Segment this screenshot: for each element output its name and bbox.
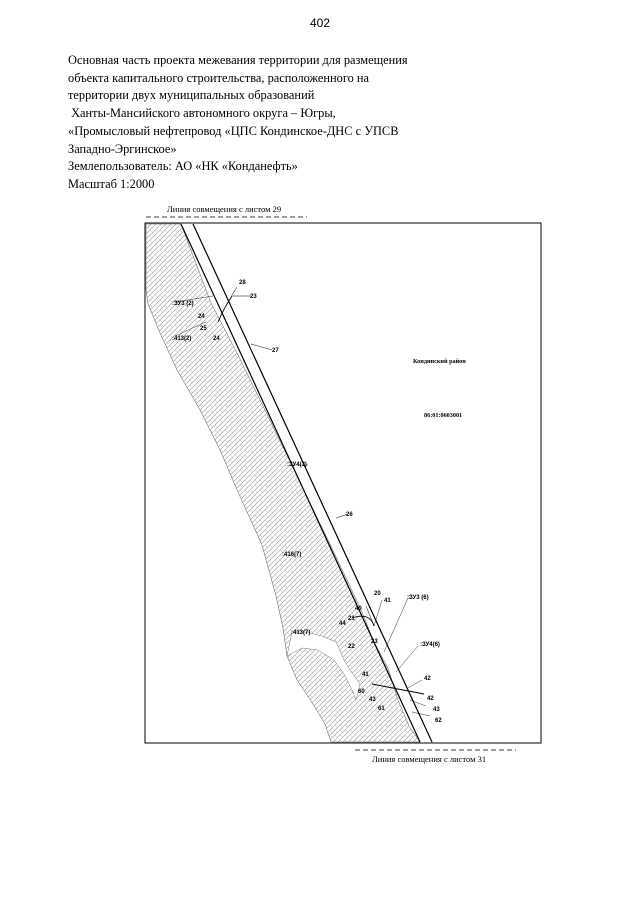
header-line-5: «Промысловый нефтепровод «ЦПС Кондинское… (68, 123, 399, 138)
point-24-lower: 24 (213, 336, 220, 342)
parcel-413-7: :413(7) (291, 630, 310, 636)
point-20: 20 (374, 591, 381, 597)
parcel-416-7: :416(7) (282, 552, 301, 558)
page-number: 402 (309, 16, 331, 30)
map-frame (144, 222, 542, 744)
parcel-zu4-3: :ЗУ4(3) (287, 462, 307, 468)
leader-28 (231, 286, 238, 296)
header-line-1: Основная часть проекта межевания террито… (68, 53, 408, 67)
parcel-413-2: :413(2) (172, 336, 191, 342)
parcel-zu3-6: :ЗУ3 (6) (407, 595, 429, 601)
leader-zu3-6 (383, 597, 409, 653)
parcel-boundary-upper (217, 295, 233, 323)
leader-41-upper (373, 599, 383, 627)
point-22: 22 (348, 644, 355, 650)
leader-62 (411, 711, 431, 717)
leader-42-upper (407, 679, 423, 689)
leader-zu4-6 (395, 645, 419, 673)
point-41-lower: 41 (362, 672, 369, 678)
district-label: Кондинский район (413, 358, 466, 365)
leader-413-2 (174, 321, 207, 337)
point-43-left: 43 (369, 697, 376, 703)
leader-43-right (409, 699, 427, 707)
leader-26 (335, 513, 349, 519)
point-44: 44 (339, 621, 346, 627)
point-27: 27 (272, 348, 279, 354)
point-21: 21 (348, 616, 355, 622)
point-23-upper: 23 (250, 294, 257, 300)
point-28: 28 (239, 280, 246, 286)
header-line-2: объекта капитального строительства, расп… (68, 70, 370, 85)
point-61: 61 (378, 706, 385, 712)
point-25: 25 (200, 326, 207, 332)
corridor-line-left (180, 223, 421, 743)
point-42-lower: 42 (427, 696, 434, 702)
header-line-6: Западно-Эргинское» (68, 141, 177, 156)
header-line-3: территории двух муниципальных образовани… (68, 88, 315, 103)
leader-zu3-2 (174, 295, 214, 303)
point-60: 60 (358, 689, 365, 695)
document-header: Основная часть проекта межевания террито… (68, 52, 588, 194)
point-62: 62 (435, 718, 442, 724)
territory-notch (286, 631, 361, 701)
header-line-8: Масштаб 1:2000 (68, 176, 155, 191)
point-26: 26 (346, 512, 353, 518)
point-41-upper: 41 (384, 598, 391, 604)
parcel-zu4-6: :ЗУ4(6) (420, 642, 440, 648)
bottom-combination-caption: Линия совмещения с листом 31 (372, 754, 486, 764)
parcel-zu3-2: :ЗУ3 (2) (172, 301, 194, 307)
top-combination-caption: Линия совмещения с листом 29 (167, 204, 281, 214)
point-42-upper: 42 (424, 676, 431, 682)
leader-20 (365, 605, 375, 627)
cadastral-block-label: 86:01:0603001 (424, 412, 462, 419)
point-43-right: 43 (433, 707, 440, 713)
corridor-line-right (192, 223, 433, 743)
point-40: 40 (355, 606, 362, 612)
header-line-7: Землепользователь: АО «НК «Конданефть» (68, 159, 298, 174)
parcel-cut-line (371, 683, 425, 695)
point-24-upper: 24 (198, 314, 205, 320)
header-line-4: Ханты-Мансийского автономного округа – Ю… (68, 106, 336, 121)
leader-27 (250, 343, 273, 351)
point-23-lower: 23 (371, 639, 378, 645)
